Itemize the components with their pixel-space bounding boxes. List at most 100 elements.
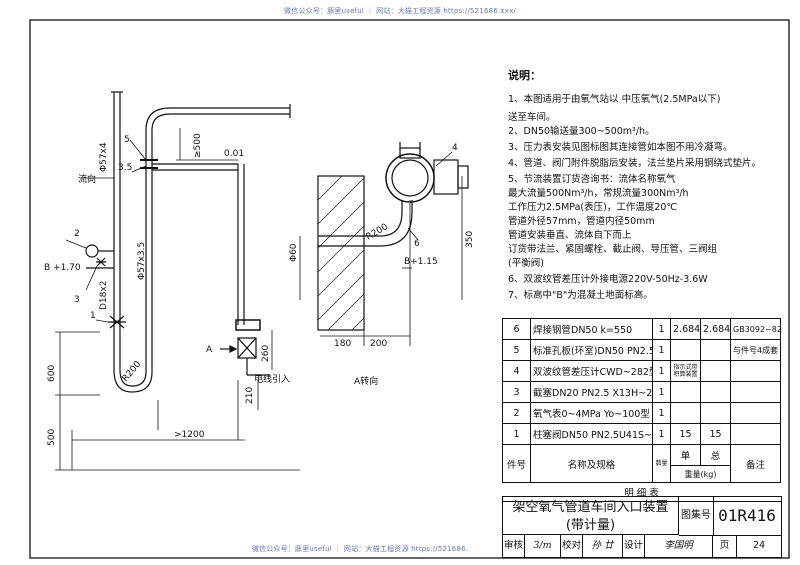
bom-table: 6 焊接钢管DN50 k=550 1 2.684 2.684 GB3092~82…	[502, 318, 781, 502]
label-dim260: 260	[261, 345, 271, 362]
bom-total: 15	[700, 423, 731, 445]
atlas-number: 01R416	[713, 497, 781, 536]
bom-qty: 1	[652, 360, 671, 382]
check-label: 校对	[561, 535, 583, 557]
note-line: 5、节流装置订货咨询书：流体名称氧气	[508, 174, 676, 185]
note-line: (平衡阀)	[508, 258, 544, 269]
label-r-b115: B+1.15	[404, 257, 438, 267]
label-flow: 流向	[78, 173, 96, 185]
bom-qty: 1	[652, 381, 671, 403]
bom-unit: 2.684	[670, 318, 701, 340]
bom-caption: 明 细 表	[502, 482, 781, 502]
note-line: 管道外径57mm，管道内径50mm	[508, 216, 655, 227]
bom-no: 5	[502, 339, 531, 361]
table-row: 4 双波纹管差压计CWD~282型 1 指示式带积算装置	[502, 360, 781, 382]
page-label: 页	[713, 535, 737, 557]
label-n5: 5	[124, 135, 130, 145]
header-weight: 重量(kg)	[670, 465, 731, 483]
bom-total	[700, 339, 731, 361]
bom-no: 1	[502, 423, 531, 445]
review-label: 审核	[503, 535, 525, 557]
bom-no: 4	[502, 360, 531, 382]
bom-qty: 1	[652, 423, 671, 445]
label-r-r200: R200	[365, 222, 391, 243]
bom-name: 双波纹管差压计CWD~282型	[530, 360, 653, 382]
bom-note	[730, 360, 781, 382]
bom-unit: 15	[670, 423, 701, 445]
bom-unit	[670, 381, 701, 403]
bom-qty: 1	[652, 339, 671, 361]
notes-title: 说明：	[508, 69, 541, 82]
header-no: 件号	[502, 444, 531, 483]
label-r-n6: 6	[414, 239, 420, 249]
label-r-n4: 4	[452, 143, 458, 153]
watermark-bottom: 微信公众号：豚里useful ｜ 网站：大猫工程资源 https://52168…	[251, 545, 469, 553]
label-dim500: 500	[47, 429, 57, 446]
label-power: 电线引入	[254, 373, 290, 385]
bom-unit	[670, 402, 701, 424]
label-ge1200: >1200	[174, 430, 205, 440]
bom-qty: 1	[652, 402, 671, 424]
table-row: 6 焊接钢管DN50 k=550 1 2.684 2.684 GB3092~82	[502, 318, 781, 340]
header-name: 名称及规格	[530, 444, 653, 483]
note-line: 订货带法兰、紧固螺栓、截止阀、导压管、三阀组	[508, 244, 718, 255]
bom-no: 3	[502, 381, 531, 403]
bom-header-row: 件号 名称及规格 数量 单 总 备注	[502, 444, 781, 483]
bom-name: 焊接钢管DN50 k=550	[530, 318, 653, 340]
drawing-title-line1: 架空氧气管道车间入口装置	[512, 500, 669, 515]
bom-qty: 1	[652, 318, 671, 340]
bom-note	[730, 402, 781, 424]
header-total: 总	[700, 444, 731, 466]
bom-name: 氧气表0~4MPa Yo~100型	[530, 402, 653, 424]
label-r-dn60: Φ60	[289, 243, 299, 262]
bom-note	[730, 423, 781, 445]
label-a-arrow: A	[206, 345, 213, 355]
header-qty: 数量	[652, 444, 671, 483]
note-line: 最大流量500Nm³/h，常规流量300Nm³/h	[508, 188, 689, 199]
left-elevation	[55, 91, 300, 471]
header-unit: 单	[670, 444, 701, 466]
wall-hatch	[317, 175, 365, 331]
note-line: 7、标高中"B"为混凝土地面标高。	[508, 290, 653, 301]
bom-note: 与件号4成套	[730, 339, 781, 361]
label-n35: 3.5	[118, 163, 132, 173]
bom-no: 2	[502, 402, 531, 424]
label-n3: 3	[74, 295, 80, 305]
note-line: 3、压力表安装见图标图其连接管如本图不用冷凝弯。	[508, 142, 733, 153]
header-note: 备注	[730, 444, 781, 483]
note-line: 6、双波纹管差压计外接电源220V-50Hz-3.6W	[508, 274, 708, 285]
label-slope: 0.01	[224, 149, 244, 159]
bom-unit: 指示式带积算装置	[670, 360, 701, 382]
label-n1: 1	[90, 311, 96, 321]
bom-note: GB3092~82	[730, 318, 781, 340]
label-r200: R200	[121, 359, 144, 384]
bom-total	[700, 381, 731, 403]
label-r-dim200: 200	[370, 339, 387, 349]
bom-total: 2.684	[700, 318, 731, 340]
note-line: 2、DN50输送量300~500m³/h。	[508, 126, 655, 137]
atlas-number-label: 图集号	[679, 497, 714, 536]
page-number: 24	[752, 540, 766, 551]
bom-name: 标准孔板(环室)DN50 PN2.5	[530, 339, 653, 361]
watermark-top: 微信公众号：豚里useful ｜ 网站：大猫工程资源 https://52168…	[284, 7, 516, 15]
design-signature: 李国明	[645, 535, 713, 557]
drawing-title: 架空氧气管道车间入口装置 (带计量)	[503, 497, 679, 535]
bom-caption-row: 明 细 表	[502, 482, 781, 502]
design-label: 设计	[623, 535, 645, 557]
title-block: 架空氧气管道车间入口装置 (带计量) 图集号 01R416 审核 3/m 校对 …	[502, 496, 782, 558]
bom-total	[700, 402, 731, 424]
bom-no: 6	[502, 318, 531, 340]
label-d18: D18x2	[99, 281, 109, 310]
notes-section: 说明： 1、本图适用于由氧气站以 中压氧气(2.5MPa以下) 送至车间。 2、…	[508, 70, 793, 305]
note-line: 送至车间。	[508, 112, 556, 123]
bom-total	[700, 360, 731, 382]
review-signature: 3/m	[525, 535, 561, 557]
right-labels: 4 6 R200 Φ60 B+1.15 350 180 200 A转向	[289, 143, 475, 387]
table-row: 3 截塞DN20 PN2.5 X13H~25型 1	[502, 381, 781, 403]
note-line: 1、本图适用于由氧气站以 中压氧气(2.5MPa以下)	[508, 94, 721, 105]
bom-name: 截塞DN20 PN2.5 X13H~25型	[530, 381, 653, 403]
label-view: A转向	[354, 375, 378, 387]
label-b170: B +1.70	[44, 263, 81, 273]
sheet-frame	[29, 19, 790, 559]
bom-unit	[670, 339, 701, 361]
